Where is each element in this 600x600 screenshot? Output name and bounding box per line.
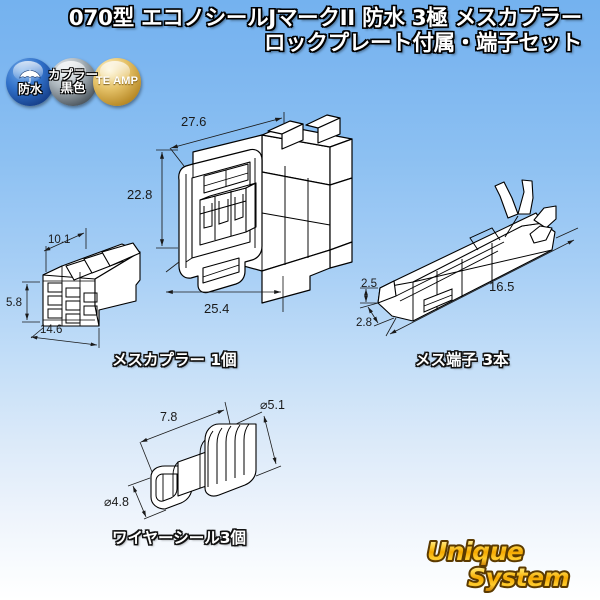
dim-label-coupler-25-4: 25.4 xyxy=(204,301,229,316)
badge-brand-label: TE AMP xyxy=(95,75,139,88)
dim-coupler-width-bottom xyxy=(165,261,284,312)
dim-terminal-2-8 xyxy=(359,302,395,327)
dim-label-coupler-22-8: 22.8 xyxy=(127,187,152,202)
dim-label-seal-d4-8: ⌀4.8 xyxy=(104,495,129,509)
dim-label-seal-d5-1: ⌀5.1 xyxy=(260,398,285,412)
page-title: 070型 エコノシールJマークII 防水 3極 メスカプラー ロックプレート付属… xyxy=(0,6,600,56)
badge-waterproof: 防水 xyxy=(6,58,54,106)
caption-wire-seal: ワイヤーシール3個 xyxy=(112,529,247,547)
dim-label-terminal-2-5: 2.5 xyxy=(361,278,377,290)
dim-label-lockplate-10-1: 10.1 xyxy=(48,234,70,246)
dim-label-lockplate-14-6: 14.6 xyxy=(40,324,62,336)
dim-lockplate-width-bottom xyxy=(30,327,100,348)
dim-seal-d5-1 xyxy=(235,411,282,477)
dim-seal-7-8 xyxy=(139,401,231,473)
part-female-coupler: 27.6 22.8 25.4 xyxy=(127,112,353,316)
dim-label-seal-7-8: 7.8 xyxy=(160,410,177,424)
badge-group: 防水 カプラー 黒色 TE AMP xyxy=(6,58,141,106)
logo-line-1: Unique xyxy=(427,537,523,566)
dim-lockplate-width-top xyxy=(43,228,87,272)
title-line-1: 070型 エコノシールJマークII 防水 3極 メスカプラー xyxy=(68,6,583,31)
part-wire-seal: 7.8 ⌀5.1 ⌀4.8 xyxy=(104,398,285,520)
part-lock-plate: 10.1 5.8 14.6 xyxy=(6,228,141,348)
dim-coupler-height-left xyxy=(156,149,178,249)
part-female-terminal: 2.5 2.8 16.5 xyxy=(356,179,579,337)
dim-label-terminal-16-5: 16.5 xyxy=(489,279,514,294)
dim-seal-d4-8 xyxy=(127,477,167,520)
badge-housing-color: カプラー 黒色 xyxy=(48,58,98,106)
badge-housing-color-label-2: 黒色 xyxy=(60,79,86,95)
caption-female-terminal: メス端子 3本 xyxy=(415,351,509,369)
dim-label-coupler-27-6: 27.6 xyxy=(181,114,206,129)
logo-line-2-outline: System xyxy=(468,563,569,592)
badge-waterproof-label: 防水 xyxy=(17,81,42,96)
unique-system-logo: Unique Unique System System xyxy=(425,535,572,594)
dim-label-terminal-2-8: 2.8 xyxy=(356,317,372,329)
badge-brand: TE AMP xyxy=(93,58,141,106)
logo-line-2: System xyxy=(468,563,569,592)
dim-coupler-width-top xyxy=(169,112,285,167)
title-line-2: ロックプレート付属・端子セット xyxy=(263,30,582,56)
dim-label-lockplate-5-8: 5.8 xyxy=(6,297,22,309)
dim-terminal-16-5 xyxy=(385,227,579,337)
dim-terminal-2-5 xyxy=(360,287,378,304)
logo-line-1-outline: Unique xyxy=(427,537,523,566)
dim-lockplate-height-left xyxy=(22,281,40,323)
caption-female-coupler: メスカプラー 1個 xyxy=(112,351,237,369)
